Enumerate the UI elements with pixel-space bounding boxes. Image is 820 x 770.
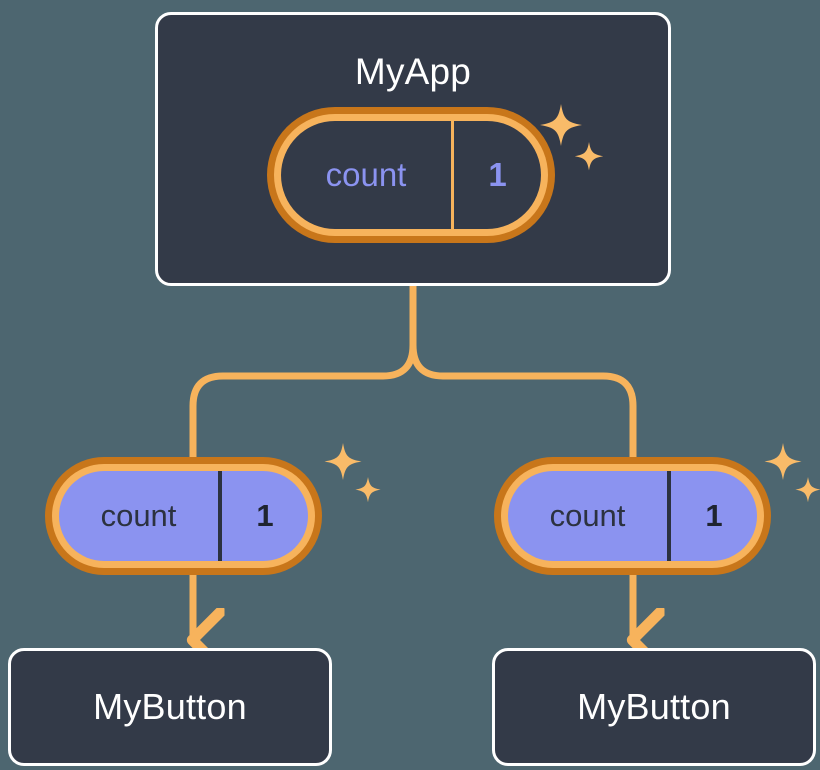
pill-face: count 1 [281,121,541,229]
root-state-pill[interactable]: count 1 [267,107,555,243]
leaf-component-card-left[interactable]: MyButton [8,648,332,766]
pill-face: count 1 [508,471,757,561]
pill-ring-outer: count 1 [494,457,771,575]
pill-ring-inner: count 1 [274,114,548,236]
state-key: count [100,498,177,533]
state-value: 1 [667,471,757,561]
state-key: count [325,156,407,193]
state-value: 1 [451,121,541,229]
leaf-component-card-right[interactable]: MyButton [492,648,816,766]
child-right-state-pill[interactable]: count 1 [494,457,771,575]
pill-ring-inner: count 1 [52,464,315,568]
pill-face: count 1 [59,471,308,561]
sparkle-small-icon [795,477,820,503]
state-value: 1 [218,471,308,561]
state-key: count [549,498,626,533]
pill-ring-outer: count 1 [45,457,322,575]
pill-ring-outer: count 1 [267,107,555,243]
sparkle-small-icon [355,477,381,503]
leaf-component-label: MyButton [577,686,731,727]
root-component-label: MyApp [354,51,472,92]
sparkle-cluster-left [324,443,381,503]
sparkle-large-icon [324,443,362,480]
leaf-component-label: MyButton [93,686,247,727]
fork-root-to-children [189,282,637,474]
pill-ring-inner: count 1 [501,464,764,568]
child-left-state-pill[interactable]: count 1 [45,457,322,575]
